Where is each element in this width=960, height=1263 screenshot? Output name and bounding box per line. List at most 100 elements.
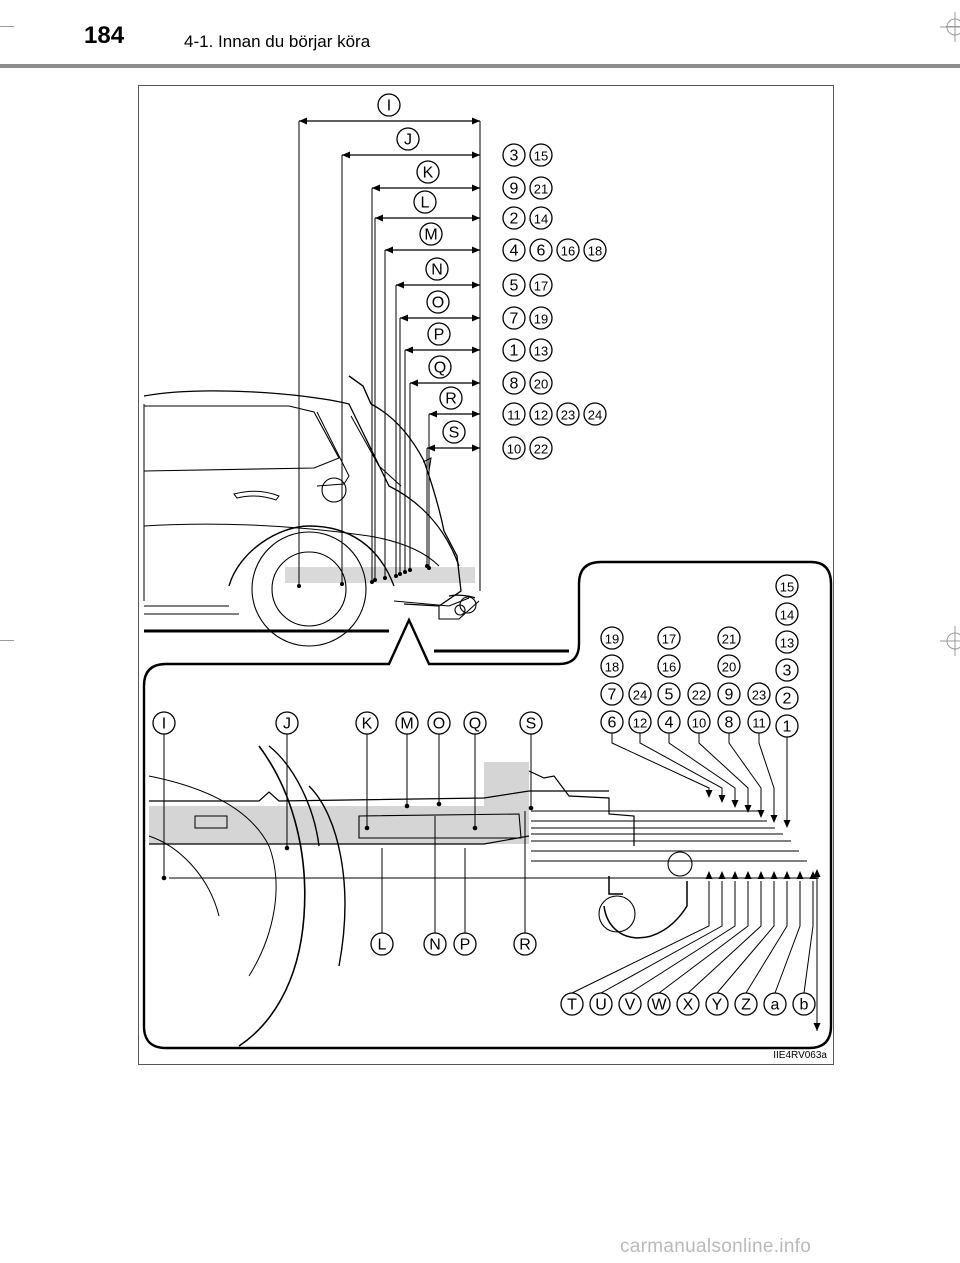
number-col-0-6: 6 (608, 715, 617, 732)
arrow-down-col-0 (705, 790, 713, 798)
arrowhead-left-Q (410, 379, 418, 387)
number-R-23: 23 (561, 408, 575, 423)
number-M-18: 18 (588, 244, 602, 259)
leader-col-2 (668, 733, 736, 801)
number-col-2-5: 5 (665, 687, 674, 704)
label-S-circle (442, 420, 466, 444)
number-M-6: 6 (537, 243, 546, 260)
arrow-down-col-6 (783, 820, 791, 828)
arrowhead-left-K (372, 184, 380, 192)
number-P-1-circle (502, 338, 526, 362)
arrowhead-right-P (472, 346, 480, 354)
bottom-label-a: a (771, 997, 780, 1014)
number-col-2-16-circle (657, 654, 681, 678)
mount-bracket (194, 815, 228, 829)
arrow-up-Y (770, 871, 778, 879)
number-P-1: 1 (510, 343, 519, 360)
number-col-0-7-circle (600, 682, 624, 706)
label-P: P (434, 327, 445, 344)
number-S-22: 22 (534, 442, 548, 457)
arrow-up-U (718, 871, 726, 879)
label-J: J (404, 132, 412, 149)
number-col-2-5-circle (657, 682, 681, 706)
leader-col-0 (611, 733, 710, 791)
number-Q-20-circle (529, 371, 553, 395)
number-col-5-11: 11 (752, 716, 766, 731)
towball-neck (603, 876, 688, 939)
number-M-16-circle (556, 238, 580, 262)
number-col-4-8: 8 (725, 715, 734, 732)
registration-mark-right-icon (940, 626, 960, 656)
label-O-circle (426, 290, 450, 314)
quarter-window (350, 415, 402, 487)
attachment-point-Q (408, 568, 412, 572)
wheel-inner-arc-2 (148, 835, 220, 917)
arrowhead-right-O (472, 314, 480, 322)
fuel-cap (321, 477, 347, 503)
number-col-4-21: 21 (722, 632, 736, 647)
tire-curve-b (268, 745, 320, 847)
number-col-6-3-circle (775, 658, 799, 682)
detail-label-N: N (429, 937, 441, 954)
arrow-up-V (731, 871, 739, 879)
number-col-6-2: 2 (783, 691, 792, 708)
number-col-1-24: 24 (633, 688, 647, 703)
label-M: M (424, 227, 437, 244)
label-K: K (423, 165, 434, 182)
number-R-24: 24 (588, 408, 602, 423)
number-col-3-22-circle (687, 682, 711, 706)
leader-bottom-X (687, 881, 762, 994)
number-K-21-circle (529, 176, 553, 200)
arrowhead-left-L (375, 214, 383, 222)
arrowhead-left-R (429, 410, 437, 418)
attachment-point-L (373, 578, 377, 582)
number-col-1-24-circle (628, 682, 652, 706)
arrowhead-left-I (299, 117, 307, 125)
arrowhead-right-N (472, 281, 480, 289)
arrowhead-right-S (472, 444, 480, 452)
leader-bottom-V (629, 881, 736, 994)
arrow-down-col-1 (718, 795, 726, 803)
number-O-19: 19 (534, 312, 548, 327)
number-col-2-17: 17 (662, 632, 676, 647)
number-col-4-9-circle (717, 682, 741, 706)
number-R-12-circle (529, 402, 553, 426)
number-S-10: 10 (507, 442, 521, 457)
arrowhead-right-J (472, 151, 480, 159)
number-col-4-20: 20 (722, 660, 736, 675)
number-L-2-circle (502, 206, 526, 230)
label-N: N (431, 262, 443, 279)
arrowhead-right-R (472, 410, 480, 418)
arrow-up-Z (783, 871, 791, 879)
label-Q: Q (434, 360, 446, 377)
label-I-circle (377, 93, 401, 117)
label-P-circle (427, 322, 451, 346)
detail-label-I: I (162, 716, 166, 733)
number-J-15-circle (529, 143, 553, 167)
page-number: 184 (84, 22, 125, 49)
detail-label-O: O (433, 716, 445, 733)
label-K-circle (416, 160, 440, 184)
arrowhead-left-N (396, 281, 404, 289)
leader-bottom-W (658, 881, 749, 994)
number-J-15: 15 (534, 149, 548, 164)
rear-door-window (143, 405, 340, 472)
number-col-6-14-circle (775, 602, 799, 626)
crop-mark-left (0, 640, 14, 641)
number-O-7-circle (502, 306, 526, 330)
arrowhead-left-M (385, 246, 393, 254)
number-Q-8-circle (502, 371, 526, 395)
arrowhead-right-M (472, 246, 480, 254)
leader-bottom-b (803, 881, 814, 994)
rear-wheel-arch (228, 525, 395, 587)
arrowhead-left-J (342, 151, 350, 159)
arrowhead-left-O (400, 314, 408, 322)
tire-curve-a (308, 785, 346, 967)
label-J-circle (396, 127, 420, 151)
antenna-spoiler (348, 375, 372, 405)
bumper-shade (484, 762, 529, 842)
number-col-0-19: 19 (605, 632, 619, 647)
detail-point-O (436, 801, 442, 807)
attachment-point-M (383, 576, 387, 580)
wheel-arch-inner (238, 745, 306, 1047)
